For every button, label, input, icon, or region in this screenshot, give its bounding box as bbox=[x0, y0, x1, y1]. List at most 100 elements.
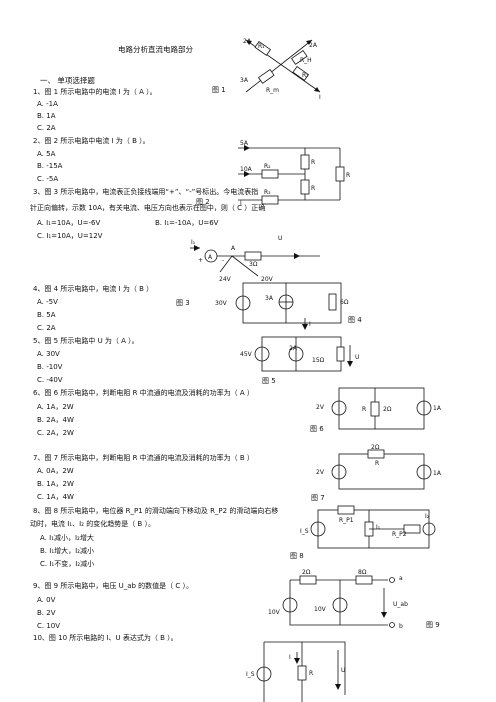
fig2-r-bottom: R bbox=[311, 185, 315, 192]
document-title: 电路分析直流电路部分 bbox=[118, 45, 193, 54]
fig3-plus: + bbox=[198, 257, 203, 264]
option-5b: B. -10V bbox=[37, 363, 63, 371]
question-7: 7、图 7 所示电路中，判断电阻 R 中流通的电流及消耗的功率为（ B ） bbox=[33, 454, 254, 462]
fig6-resistor-2ohm: 2Ω bbox=[383, 406, 392, 413]
fig9-source-10v-middle: 10V bbox=[314, 606, 327, 613]
option-7c: C. 1A，4W bbox=[37, 493, 74, 501]
fig1-current-2a-right: 2A bbox=[309, 42, 318, 49]
fig5-current-2a: 2A bbox=[289, 345, 298, 352]
fig2-r2: R₂ bbox=[264, 163, 271, 170]
fig9-caption: 图 9 bbox=[426, 621, 440, 629]
option-1a: A. -1A bbox=[37, 100, 58, 108]
question-3-cont: 针正向偏转，示数 10A，有关电流、电压方向也表示在图中，则（ C ）正确 bbox=[30, 204, 266, 212]
option-4a: A. -5V bbox=[37, 298, 58, 306]
option-3c: C. I₁=10A，U=12V bbox=[37, 232, 103, 240]
question-2: 2、图 2 所示电路中电流 I 为（ B ）。 bbox=[33, 137, 150, 145]
fig4-current-i: I bbox=[309, 321, 311, 328]
fig7-resistor-2ohm: 2Ω bbox=[371, 444, 380, 451]
fig10-voltage-u: U bbox=[341, 667, 345, 674]
question-6: 6、图 6 所示电路中，判断电阻 R 中流通的电流及消耗的功率为（ A ） bbox=[33, 389, 254, 397]
option-1c: C. 2A bbox=[37, 124, 56, 132]
option-4b: B. 5A bbox=[37, 311, 56, 319]
fig9-resistor-8ohm: 8Ω bbox=[358, 569, 367, 576]
fig5-caption: 图 5 bbox=[262, 377, 276, 385]
fig1-caption: 图 1 bbox=[212, 86, 226, 94]
option-8b: B. I₁增大，I₂减小 bbox=[40, 547, 94, 555]
option-8a: A. I₁减小，I₂增大 bbox=[40, 534, 94, 542]
fig7-resistor-r: R bbox=[375, 460, 379, 467]
fig2-r-right: R bbox=[346, 172, 350, 179]
fig1-current-i: I bbox=[319, 94, 321, 101]
fig1-current-2a-left: 2A bbox=[243, 38, 252, 45]
fig7-caption: 图 7 bbox=[311, 494, 325, 502]
option-6a: A. 1A，2W bbox=[37, 403, 74, 411]
option-7a: A. 0A，2W bbox=[37, 467, 74, 475]
fig2-r3: R₃ bbox=[264, 189, 271, 196]
fig8-current-i1: I₁ bbox=[376, 524, 381, 531]
question-9: 9、图 9 所示电路中，电压 U_ab 的数值是（ C ）。 bbox=[33, 582, 194, 590]
option-9c: C. 10V bbox=[37, 622, 61, 630]
fig3-ammeter: A bbox=[208, 254, 213, 261]
fig1-rm: R_m bbox=[266, 87, 279, 94]
fig8-rp1: R_P1 bbox=[339, 517, 354, 524]
question-10: 10、图 10 所示电路的 I、U 表达式为（ B ）。 bbox=[33, 634, 178, 642]
fig4-current-3a: 3A bbox=[265, 295, 274, 302]
fig8-current-i2: I₂ bbox=[425, 513, 430, 520]
fig1-rh: R_H bbox=[300, 57, 312, 64]
figure-9: 2Ω 8Ω 10V 10V a b U_ab 图 9 bbox=[268, 569, 440, 630]
fig7-current-1a: 1A bbox=[433, 470, 442, 477]
fig3-node-a: A bbox=[231, 245, 236, 252]
fig6-caption: 图 6 bbox=[310, 425, 324, 433]
figure-4: 30V 3A 6Ω I 图 4 bbox=[215, 282, 362, 330]
fig3-caption: 图 3 bbox=[176, 299, 190, 307]
option-3b: B. I₁=-10A，U=6V bbox=[155, 219, 219, 227]
option-2a: A. 5A bbox=[37, 150, 56, 158]
figure-2: 5A 10A R₂ R₃ R R R I 图 2 bbox=[196, 140, 350, 207]
fig4-caption: 图 4 bbox=[348, 316, 362, 324]
fig3-minus: - bbox=[222, 257, 224, 264]
fig2-current-i: I bbox=[240, 200, 242, 207]
figure-6: 2V R 2Ω 1A 图 6 bbox=[310, 387, 442, 433]
fig2-caption: 图 2 bbox=[196, 198, 210, 206]
fig6-source-2v: 2V bbox=[316, 404, 325, 411]
question-8-cont: 动时，电流 I₁、I₂ 的变化趋势是（ B ）。 bbox=[30, 520, 155, 528]
figure-8: I_S R_P1 I₁ I₂ R_P2 图 8 bbox=[290, 505, 436, 560]
option-7b: B. 1A，2W bbox=[37, 480, 74, 488]
question-4: 4、图 4 所示电路中，电流 I 为（ B ） bbox=[33, 285, 154, 293]
fig7-source-2v: 2V bbox=[316, 469, 325, 476]
fig10-resistor-r: R bbox=[309, 670, 313, 677]
fig9-voltage-uab: U_ab bbox=[393, 601, 408, 608]
fig10-source-is: I_S bbox=[246, 671, 255, 678]
figure-1: 2A 2A 3A R₁ R_H R₂ R_m I 图 1 bbox=[212, 38, 321, 101]
fig6-resistor-r: R bbox=[362, 406, 366, 413]
fig8-caption: 图 8 bbox=[290, 552, 304, 560]
option-4c: C. 2A bbox=[37, 324, 56, 332]
figure-3: I₁ A A U 3Ω 24V 20V + - 图 3 bbox=[176, 235, 320, 307]
section-heading: 一、 单项选择题 bbox=[40, 76, 95, 85]
option-2c: C. -5A bbox=[37, 175, 59, 183]
fig3-source-24v: 24V bbox=[219, 276, 232, 283]
fig1-r1: R₁ bbox=[258, 43, 265, 50]
question-1: 1、图 1 所示电路中的电流 I 为（ A ）。 bbox=[33, 88, 157, 96]
option-9b: B. 2V bbox=[37, 609, 56, 617]
figure-10: I_S I R U bbox=[246, 641, 345, 702]
fig2-current-5a: 5A bbox=[240, 140, 249, 147]
option-2b: B. -15A bbox=[37, 162, 63, 170]
fig9-resistor-2ohm: 2Ω bbox=[302, 569, 311, 576]
question-8: 8、图 8 所示电路中，电位器 R_P1 的滑动端向下移动及 R_P2 的滑动端… bbox=[33, 507, 279, 515]
option-1b: B. 1A bbox=[37, 112, 56, 120]
fig3-resistor: 3Ω bbox=[249, 261, 258, 268]
figure-7: 2V 2Ω R 1A 图 7 bbox=[311, 444, 442, 502]
fig9-terminal-a: a bbox=[399, 575, 403, 582]
fig1-r2: R₂ bbox=[302, 72, 309, 79]
figure-5: 45V 2A 15Ω U 图 5 bbox=[240, 336, 359, 385]
fig8-rp2: R_P2 bbox=[392, 531, 407, 538]
fig3-source-20v: 20V bbox=[261, 276, 274, 283]
option-6c: C. 2A，2W bbox=[37, 429, 74, 437]
fig2-current-10a: 10A bbox=[240, 166, 253, 173]
fig10-current-i: I bbox=[289, 654, 291, 661]
question-3: 3、图 3 所示电路中，电流表正负接线端用“+”、“-”号标出。今电流表指 bbox=[33, 188, 259, 196]
option-5a: A. 30V bbox=[37, 350, 60, 358]
fig6-current-1a: 1A bbox=[433, 405, 442, 412]
